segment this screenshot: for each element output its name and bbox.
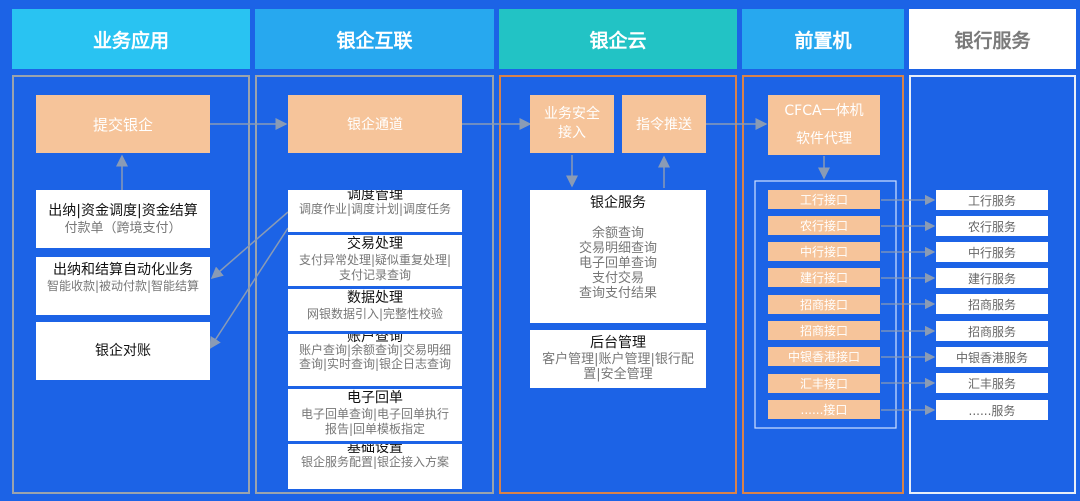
bank-service-bochk: 中银香港服务 <box>936 347 1048 367</box>
panel-business <box>12 75 250 494</box>
interface-hsbc: 汇丰接口 <box>768 374 880 393</box>
bank-service-icbc: 工行服务 <box>936 190 1048 210</box>
submit-bank-enterprise-box: 提交银企 <box>36 95 210 153</box>
interface-icbc: 工行接口 <box>768 190 880 209</box>
cfca-label: CFCA一体机 <box>784 103 864 119</box>
interface-boc: 中行接口 <box>768 242 880 261</box>
module-receipt: 电子回单 电子回单查询|电子回单执行报告|回单模板指定 <box>288 389 462 441</box>
service-item: 交易明细查询 <box>578 241 657 256</box>
bank-service-more: ......服务 <box>936 400 1048 420</box>
header-business: 业务应用 <box>12 9 250 69</box>
interface-cmb-2: 招商接口 <box>768 321 880 340</box>
header-bank-service: 银行服务 <box>909 9 1076 69</box>
module-desc: 支付异常处理|疑似重复处理|支付记录查询 <box>298 253 452 282</box>
bank-service-hsbc: 汇丰服务 <box>936 373 1048 393</box>
module-data: 数据处理 网银数据引入|完整性校验 <box>288 289 462 331</box>
interface-bochk: 中银香港接口 <box>768 347 880 366</box>
backend-title: 后台管理 <box>590 335 646 351</box>
backend-box: 后台管理 客户管理|账户管理|银行配置|安全管理 <box>530 330 706 388</box>
header-front: 前置机 <box>742 9 904 69</box>
panel-bank-service <box>909 75 1076 494</box>
reconcile-box: 银企对账 <box>36 322 210 380</box>
module-desc: 网银数据引入|完整性校验 <box>306 307 444 321</box>
automation-box: 出纳和结算自动化业务 智能收款|被动付款|智能结算 <box>36 257 210 315</box>
module-desc: 账户查询|余额查询|交易明细查询|实时查询|银企日志查询 <box>298 343 452 371</box>
module-title: 账户查询 <box>347 334 403 345</box>
bank-service-boc: 中行服务 <box>936 242 1048 262</box>
header-cloud: 银企云 <box>499 9 737 69</box>
bank-service-box: 银企服务 余额查询 交易明细查询 电子回单查询 支付交易 查询支付结果 <box>530 190 706 323</box>
backend-desc: 客户管理|账户管理|银行配置|安全管理 <box>542 352 694 382</box>
module-desc: 电子回单查询|电子回单执行报告|回单模板指定 <box>300 407 450 436</box>
cashier-box: 出纳|资金调度|资金结算 付款单（跨境支付） <box>36 190 210 248</box>
module-title: 基础设置 <box>347 444 403 456</box>
bank-service-title: 银企服务 <box>590 195 646 211</box>
service-item: 余额查询 <box>591 226 644 241</box>
module-account: 账户查询 账户查询|余额查询|交易明细查询|实时查询|银企日志查询 <box>288 334 462 386</box>
module-desc: 调度作业|调度计划|调度任务 <box>298 202 452 216</box>
service-item: 支付交易 <box>591 271 644 286</box>
header-bank-enterprise: 银企互联 <box>255 9 494 69</box>
automation-box-subtitle: 智能收款|被动付款|智能结算 <box>46 279 200 293</box>
interface-cmb: 招商接口 <box>768 295 880 314</box>
module-transaction: 交易处理 支付异常处理|疑似重复处理|支付记录查询 <box>288 235 462 286</box>
module-basic: 基础设置 银企服务配置|银企接入方案 <box>288 444 462 489</box>
channel-box: 银企通道 <box>288 95 462 153</box>
panel-cloud <box>499 75 737 494</box>
bank-service-cmb-2: 招商服务 <box>936 321 1048 341</box>
bank-service-abc: 农行服务 <box>936 216 1048 236</box>
module-title: 数据处理 <box>347 290 403 306</box>
cfca-box: CFCA一体机 软件代理 <box>768 95 880 155</box>
module-title: 电子回单 <box>347 390 403 406</box>
module-desc: 银企服务配置|银企接入方案 <box>300 455 450 469</box>
bank-service-ccb: 建行服务 <box>936 268 1048 288</box>
service-item: 查询支付结果 <box>578 286 657 301</box>
interface-more: ......接口 <box>768 400 880 419</box>
cashier-box-subtitle: 付款单（跨境支付） <box>64 221 182 236</box>
command-push-box: 指令推送 <box>622 95 706 153</box>
module-schedule: 调度管理 调度作业|调度计划|调度任务 <box>288 190 462 232</box>
secure-access-box: 业务安全接入 <box>530 95 614 153</box>
reconcile-box-label: 银企对账 <box>95 343 151 359</box>
interface-abc: 农行接口 <box>768 216 880 235</box>
module-title: 交易处理 <box>347 236 403 252</box>
interface-ccb: 建行接口 <box>768 268 880 287</box>
cashier-box-title: 出纳|资金调度|资金结算 <box>48 203 198 219</box>
bank-service-cmb: 招商服务 <box>936 294 1048 314</box>
panel-front <box>742 75 904 494</box>
agent-label: 软件代理 <box>796 131 852 147</box>
automation-box-title: 出纳和结算自动化业务 <box>53 262 193 278</box>
module-title: 调度管理 <box>347 190 403 203</box>
panel-bank-enterprise <box>255 75 494 494</box>
service-item: 电子回单查询 <box>578 256 657 271</box>
